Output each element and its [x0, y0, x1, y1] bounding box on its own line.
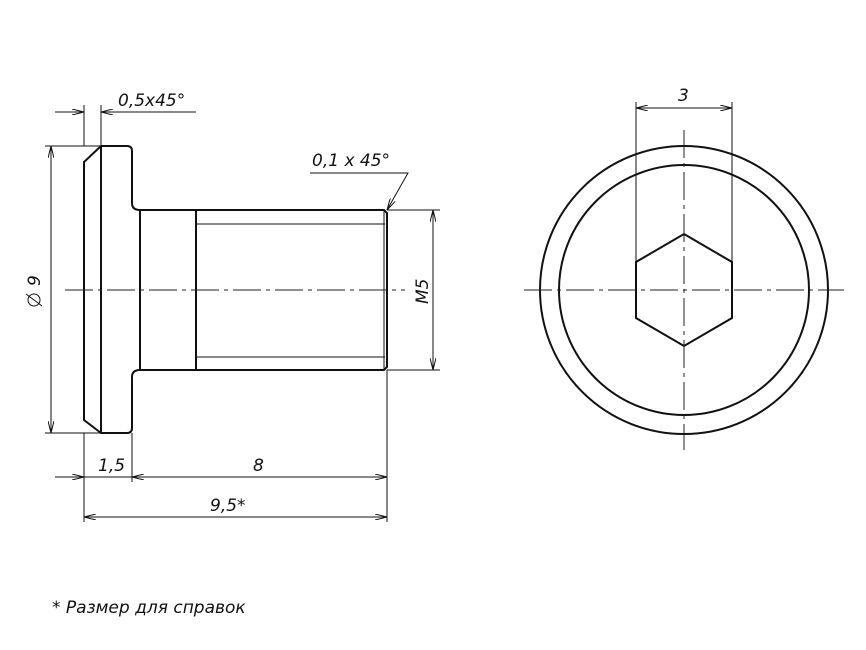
diameter-symbol-icon	[25, 293, 43, 307]
dim-shank-length: 8	[253, 456, 264, 476]
dim-thread: M5	[413, 279, 433, 304]
diameter-symbol-icon	[27, 293, 41, 307]
dim-head-length: 1,5	[98, 456, 125, 476]
leader-chamfer-thread	[310, 172, 409, 210]
footnote: * Размер для справок	[52, 598, 246, 618]
dim-chamfer-thread: 0,1 x 45°	[312, 151, 390, 171]
dim-diameter: 9	[25, 275, 45, 307]
dim-total-length: 9,5*	[210, 496, 246, 516]
svg-text:9: 9	[25, 275, 45, 286]
head-outline	[83, 145, 141, 434]
dim-hex: 3	[678, 86, 689, 106]
end-view: 3	[524, 86, 844, 450]
side-view: 0,5x45° 0,1 x 45° 9 M5 1,5 8 9,5*	[25, 91, 440, 522]
dim-chamfer-head: 0,5x45°	[118, 91, 185, 111]
shank-outline	[140, 209, 388, 371]
